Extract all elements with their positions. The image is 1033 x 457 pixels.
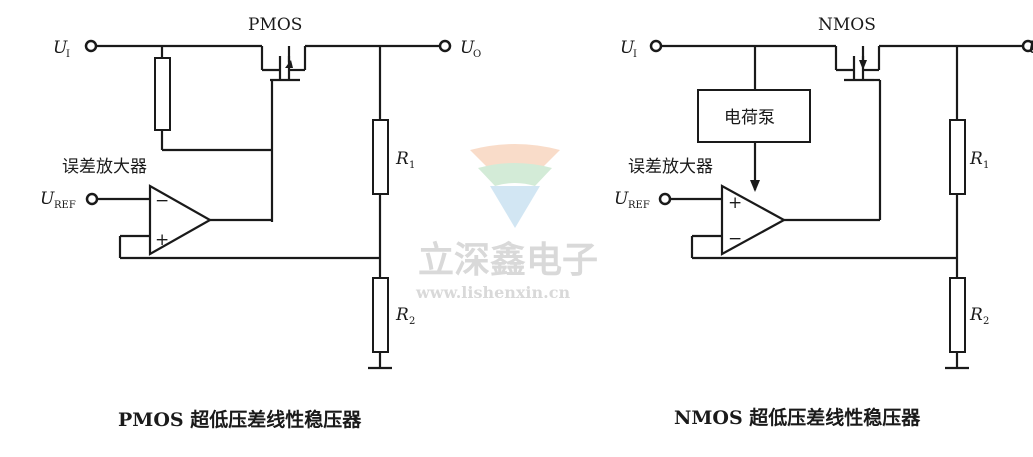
nmos-r1-resistor	[949, 119, 966, 195]
charge-pump-block	[697, 89, 811, 143]
pmos-ref-terminal	[85, 192, 99, 206]
nmos-amp-top-sign: +	[728, 193, 742, 213]
pmos-transistor-label: PMOS	[248, 15, 302, 35]
nmos-input-terminal	[649, 39, 663, 53]
pmos-amp-top-sign: −	[155, 191, 169, 211]
nmos-r1-label: R	[969, 149, 983, 169]
charge-pump-label: 电荷泵	[724, 108, 775, 128]
pmos-r1-label: R	[395, 149, 409, 169]
pmos-ref-label: U	[40, 189, 55, 209]
nmos-ref-terminal	[658, 192, 672, 206]
pmos-output-sub: O	[473, 49, 481, 60]
pmos-output-terminal	[438, 39, 452, 53]
pmos-gate-pullup-resistor	[154, 57, 171, 131]
nmos-r1-sub: 1	[983, 160, 989, 171]
pmos-transistor-symbol	[260, 46, 307, 82]
nmos-caption: NMOS 超低压差线性稳压器	[674, 406, 921, 429]
nmos-r2-resistor	[949, 277, 966, 353]
nmos-output-label: U	[1028, 38, 1033, 58]
nmos-amp-label: 误差放大器	[628, 157, 713, 177]
pmos-r1-resistor	[372, 119, 389, 195]
nmos-input-sub: I	[633, 49, 637, 60]
watermark-name: 立深鑫电子	[418, 240, 598, 281]
nmos-regulator: U I NMOS U 电荷泵 误差放大器 + − U	[614, 15, 1033, 429]
nmos-amp-bottom-sign: −	[728, 229, 742, 249]
pmos-input-terminal	[84, 39, 98, 53]
nmos-output-terminal	[1021, 39, 1033, 53]
watermark-logo-icon	[470, 144, 560, 228]
pmos-input-sub: I	[66, 49, 70, 60]
pmos-regulator: U I PMOS U O 误差放大器 − +	[40, 15, 481, 431]
nmos-transistor-label: NMOS	[818, 15, 876, 35]
pmos-ref-sub: REF	[54, 200, 76, 211]
nmos-r2-sub: 2	[983, 316, 989, 327]
nmos-transistor-symbol	[834, 46, 881, 82]
pmos-r2-sub: 2	[409, 316, 415, 327]
pmos-output-label: U	[460, 38, 475, 58]
nmos-ref-label: U	[614, 189, 629, 209]
nmos-input-label: U	[620, 38, 635, 58]
pmos-r2-resistor	[372, 277, 389, 353]
charge-pump-arrow-icon	[750, 180, 760, 192]
pmos-r1-sub: 1	[409, 160, 415, 171]
nmos-error-amplifier	[720, 184, 787, 256]
pmos-amp-bottom-sign: +	[155, 230, 169, 250]
nmos-r2-label: R	[969, 305, 983, 325]
pmos-r2-label: R	[395, 305, 409, 325]
pmos-caption: PMOS 超低压差线性稳压器	[118, 408, 362, 431]
nmos-ref-sub: REF	[628, 200, 650, 211]
watermark-url: www.lishenxin.cn	[415, 283, 570, 302]
watermark: 立深鑫电子 www.lishenxin.cn	[415, 144, 598, 302]
pmos-amp-label: 误差放大器	[62, 157, 147, 177]
pmos-input-label: U	[53, 38, 68, 58]
pmos-error-amplifier	[148, 184, 213, 256]
